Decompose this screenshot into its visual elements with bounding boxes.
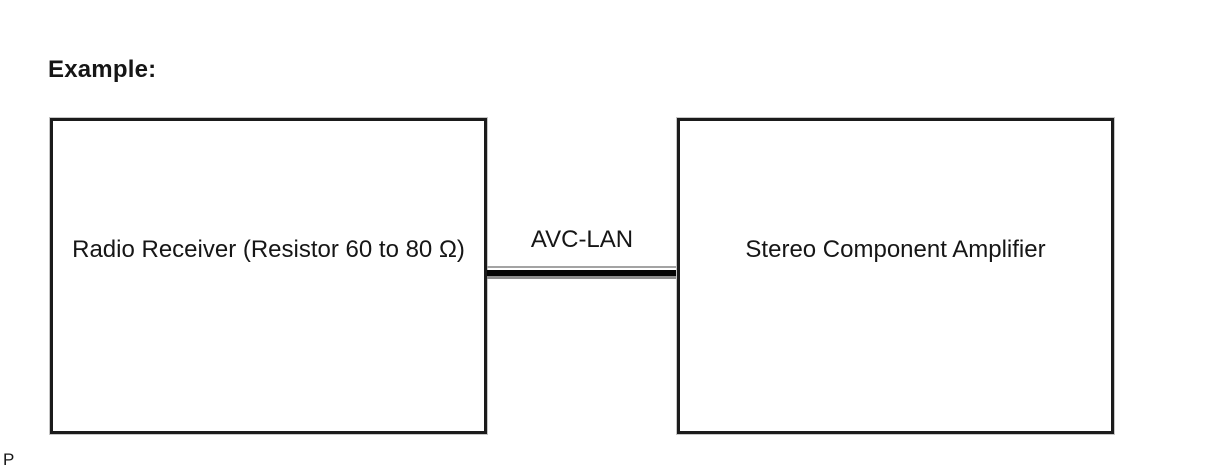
cropped-footer-text: P [3,450,15,469]
amplifier-label: Stereo Component Amplifier [745,236,1046,263]
example-heading: Example: [48,56,157,83]
avc-lan-bus-line [487,266,677,279]
avc-lan-bus-label: AVC-LAN [530,226,634,253]
radio-receiver-label: Radio Receiver (Resistor 60 to 80 Ω) [72,236,465,263]
bus-line-top-stroke [487,266,677,268]
radio-receiver-box: Radio Receiver (Resistor 60 to 80 Ω) [50,118,487,434]
amplifier-box: Stereo Component Amplifier [677,118,1114,434]
bus-line-bottom-stroke [487,276,677,279]
bus-line-main-stroke [487,270,677,276]
